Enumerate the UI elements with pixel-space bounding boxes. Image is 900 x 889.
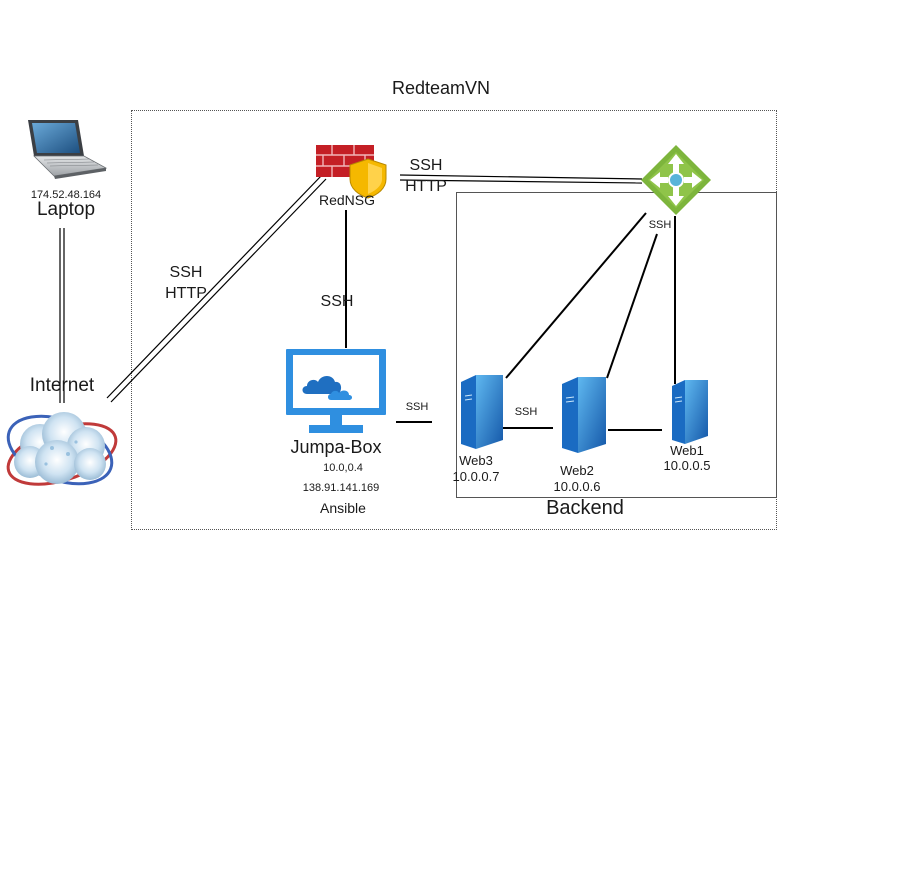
load-balancer-icon [641, 145, 711, 215]
web3-ip: 10.0.0.7 [452, 469, 500, 484]
laptop-icon [28, 120, 108, 179]
jumpbox-public-ip: 138.91.141.169 [302, 482, 380, 494]
firewall-shield-icon [316, 145, 387, 199]
edge-firewall-lb [399, 174, 643, 180]
server-icon [672, 380, 708, 444]
server-icon [562, 377, 606, 453]
edge-internet-firewall-label: SSH HTTP [165, 264, 207, 302]
edge-jumpbox-backend-label: SSH [405, 401, 429, 413]
server-icon [461, 375, 503, 449]
web1-ip: 10.0.0.5 [663, 458, 711, 473]
cloud-globe-icon [6, 412, 118, 486]
backend-group [456, 192, 777, 498]
edge-lb-servers-label: SSH [648, 219, 672, 231]
edge-firewall-jumpbox-label: SSH [320, 293, 354, 310]
backend-title: Backend [546, 497, 624, 519]
web2-label: Web2 [560, 463, 594, 478]
edge-lb-web2 [606, 233, 658, 379]
web2-ip: 10.0.0.6 [553, 479, 601, 494]
redteam-vnet-title: RedteamVN [391, 78, 491, 98]
jumpbox-private-ip: 10.0,0.4 [323, 462, 363, 474]
edge-internet-firewall [106, 174, 323, 399]
firewall-label: RedNSG [318, 192, 376, 208]
edge-lb-web3 [505, 212, 647, 379]
edge-web3-web2-label: SSH [514, 406, 538, 418]
edge-firewall-lb-label: SSH HTTP [405, 157, 447, 195]
internet-label: Internet [29, 375, 95, 396]
virtual-machine-icon [286, 349, 386, 433]
jumpbox-label: Jumpa-Box [290, 437, 382, 457]
laptop-ip: 174.52.48.164 [30, 189, 102, 201]
laptop-label: Laptop [36, 199, 96, 220]
web3-label: Web3 [459, 453, 493, 468]
web1-label: Web1 [670, 443, 704, 458]
jumpbox-role: Ansible [320, 500, 366, 516]
